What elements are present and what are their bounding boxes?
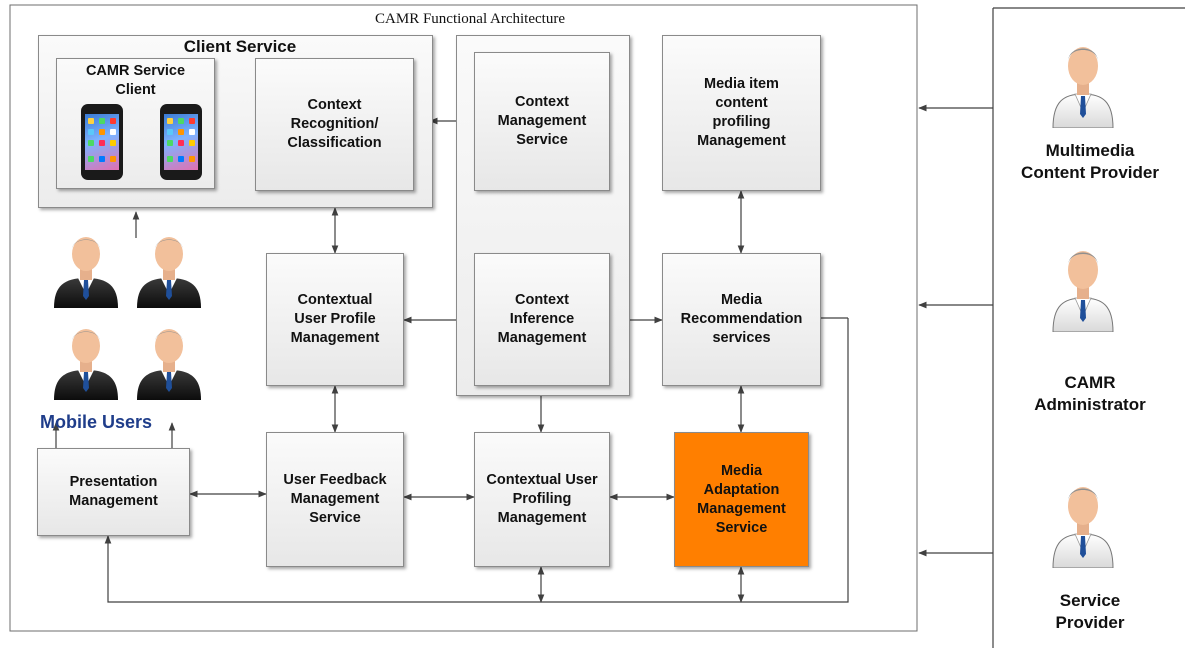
smartphone-icon (160, 104, 202, 180)
business-user-icon (54, 237, 118, 308)
presentation-box: Presentation Management (37, 448, 190, 536)
context-management-box: Context Management Service (474, 52, 610, 191)
contextual-user-profiling-box: Contextual User Profiling Management (474, 432, 610, 567)
smartphone-icon (81, 104, 123, 180)
administrator-label: CAMR Administrator (1034, 373, 1146, 414)
diagram-title: CAMR Functional Architecture (375, 11, 565, 27)
mobile-users-label: Mobile Users (40, 412, 153, 432)
white-coat-user-icon (1052, 47, 1114, 128)
client-service-label: Client Service (183, 37, 297, 56)
white-coat-user-icon (1052, 251, 1114, 332)
media-recommendation-box: Media Recommendation services (662, 253, 821, 386)
multimedia-provider-label: Multimedia Content Provider (1021, 141, 1159, 182)
business-user-icon (137, 237, 201, 308)
contextual-user-profile-box: Contextual User Profile Management (266, 253, 404, 386)
business-user-icon (54, 329, 118, 400)
service-provider-label: Service Provider (1055, 591, 1125, 632)
media-item-profiling-box: Media item content profiling Management (662, 35, 821, 191)
white-coat-user-icon (1052, 487, 1114, 568)
user-feedback-box: User Feedback Management Service (266, 432, 404, 567)
context-recognition-box: Context Recognition/ Classification (255, 58, 414, 191)
media-adaptation-box: Media Adaptation Management Service (674, 432, 809, 567)
camr-service-client-label: CAMR Service Client (85, 63, 186, 98)
context-inference-box: Context Inference Management (474, 253, 610, 386)
business-user-icon (137, 329, 201, 400)
